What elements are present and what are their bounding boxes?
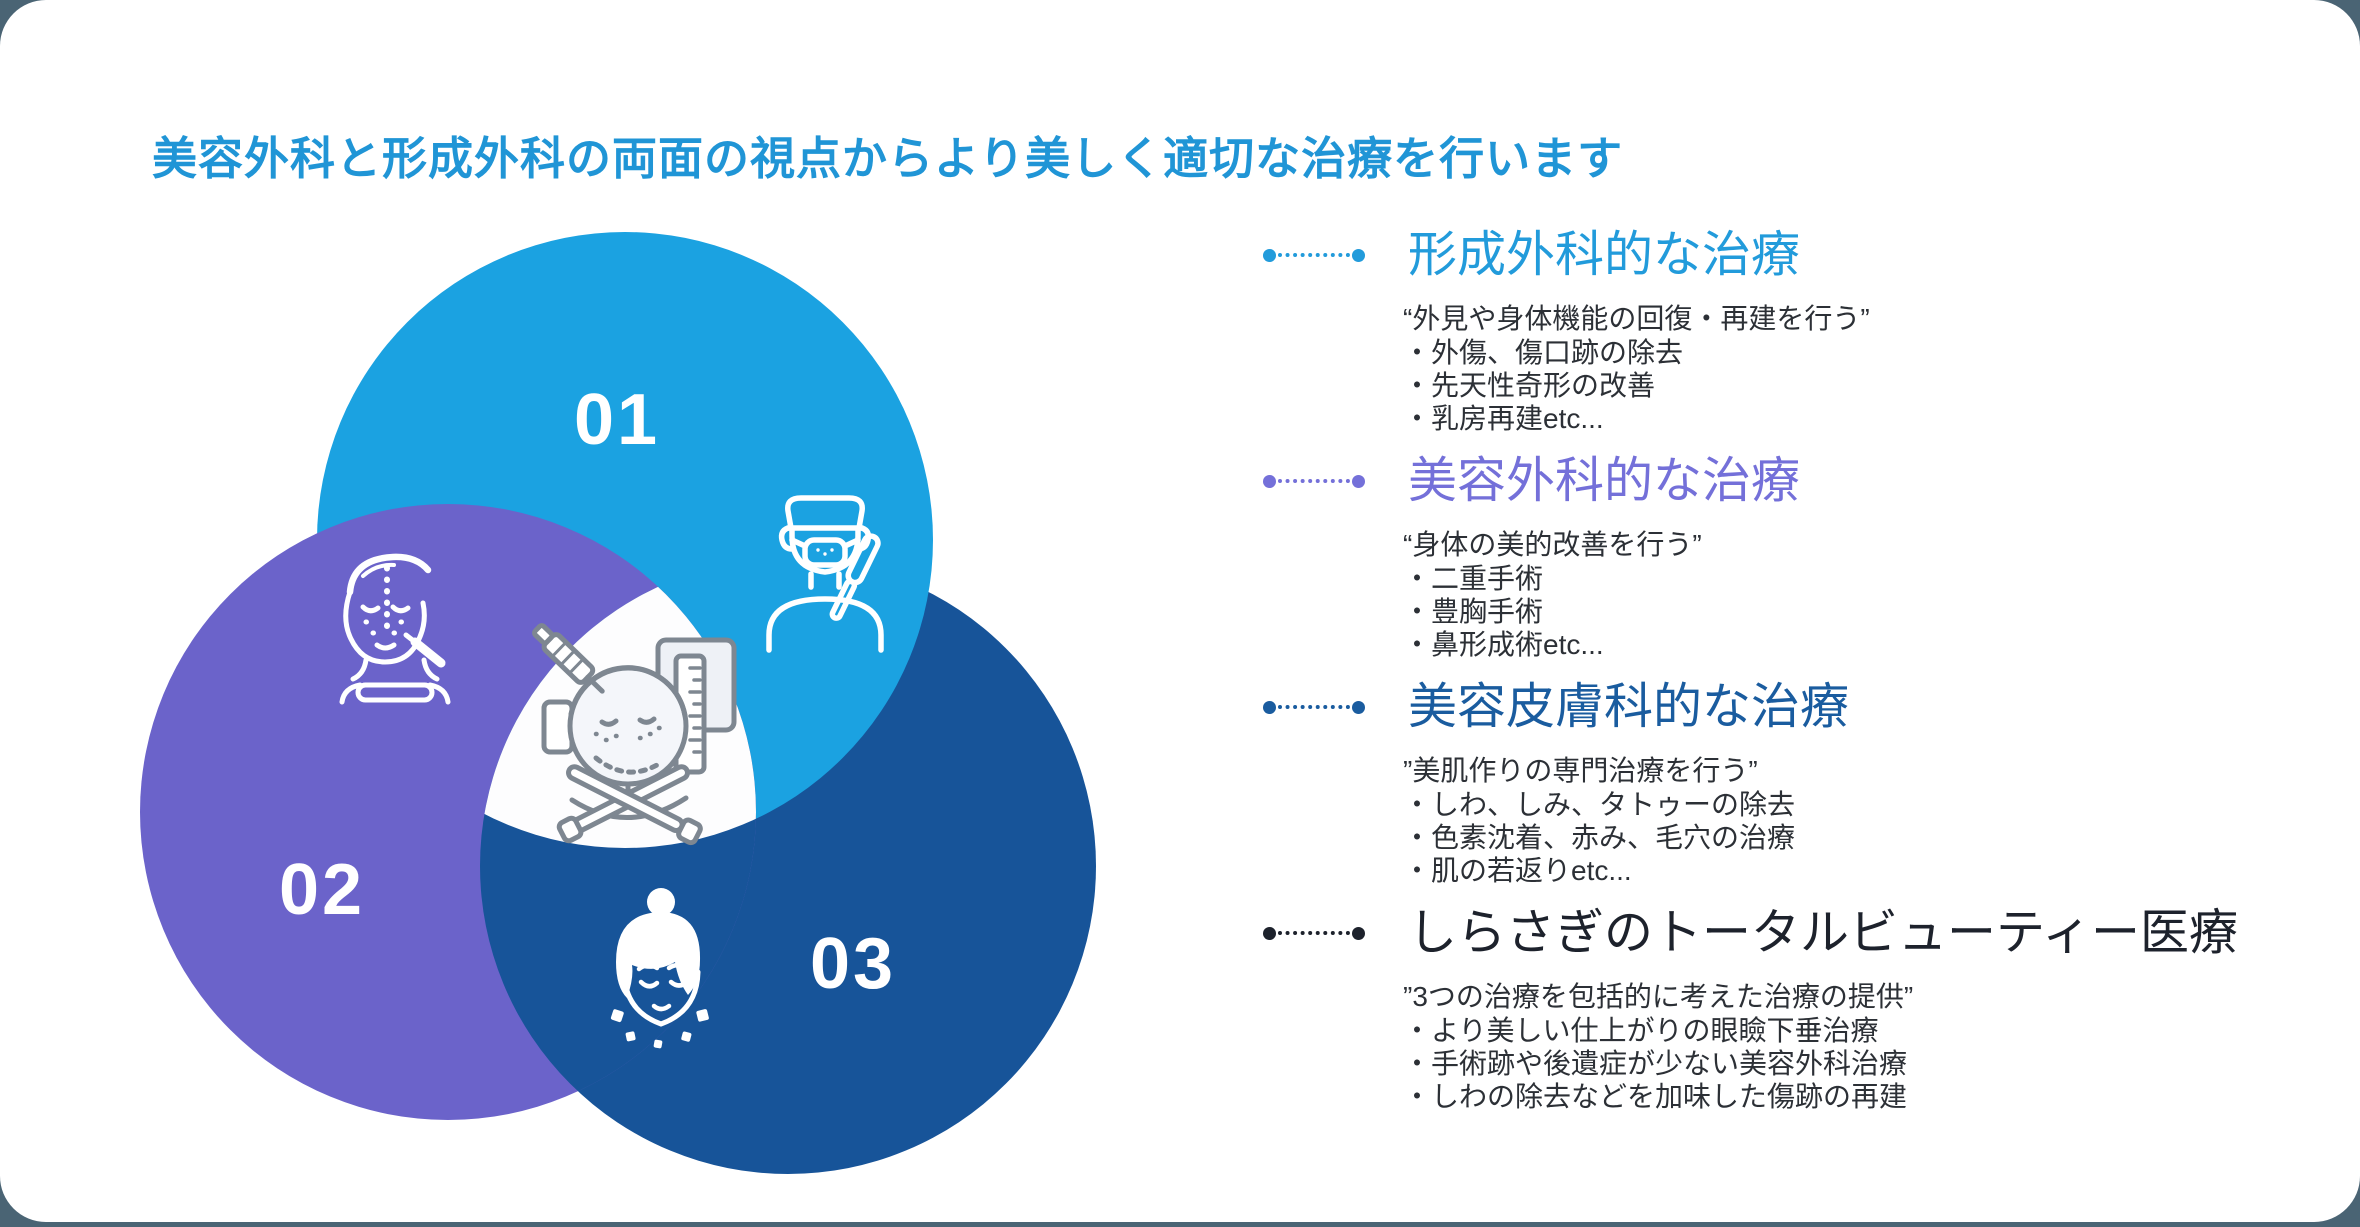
venn-diagram: 01 02 03 xyxy=(0,0,1150,1222)
treatment-items: ・より美しい仕上がりの眼瞼下垂治療 ・手術跡や後遺症が少ない美容外科治療 ・しわ… xyxy=(1403,1014,2313,1113)
leader-dot xyxy=(1352,474,1365,488)
leader-line xyxy=(1263,248,1365,262)
treatment-item: ・二重手術 xyxy=(1403,563,1544,594)
section-body: ”美肌作りの専門治療を行う” ・しわ、しみ、タトゥーの除去 ・色素沈着、赤み、毛… xyxy=(1403,754,2313,887)
section-title: 美容皮膚科的な治療 xyxy=(1408,680,1850,734)
treatment-item: ・しわの除去などを加味した傷跡の再建 xyxy=(1403,1081,1908,1112)
section-cosmetic-surgery: 美容外科的な治療 “身体の美的改善を行う” ・二重手術 ・豊胸手術 ・鼻形成術e… xyxy=(1263,451,2313,661)
leader-dot xyxy=(1352,926,1365,940)
leader-dot xyxy=(1263,700,1276,714)
section-title: 形成外科的な治療 xyxy=(1408,228,1801,282)
leader-line xyxy=(1263,700,1365,714)
leader-dash xyxy=(1278,479,1350,483)
leader-dot xyxy=(1263,926,1276,940)
treatment-item: ・乳房再建etc... xyxy=(1403,403,1604,434)
section-body: “身体の美的改善を行う” ・二重手術 ・豊胸手術 ・鼻形成術etc... xyxy=(1403,528,2313,661)
venn-number-02: 02 xyxy=(279,850,365,930)
treatment-item: ・手術跡や後遺症が少ない美容外科治療 xyxy=(1403,1048,1908,1079)
treatment-item: ・外傷、傷口跡の除去 xyxy=(1403,337,1684,368)
treatment-item: ・より美しい仕上がりの眼瞼下垂治療 xyxy=(1403,1015,1879,1046)
section-total-beauty: しらさぎのトータルビューティー医療 ”3つの治療を包括的に考えた治療の提供” ・… xyxy=(1263,903,2313,1113)
section-body: ”3つの治療を包括的に考えた治療の提供” ・より美しい仕上がりの眼瞼下垂治療 ・… xyxy=(1403,980,2313,1113)
leader-dash xyxy=(1278,931,1350,935)
facial-treatment-icon xyxy=(532,623,737,846)
page-title: 美容外科と形成外科の両面の視点からより美しく適切な治療を行います xyxy=(152,133,1624,185)
venn-number-03: 03 xyxy=(810,924,896,1004)
treatment-list: 形成外科的な治療 “外見や身体機能の回復・再建を行う” ・外傷、傷口跡の除去 ・… xyxy=(1263,225,2313,1129)
treatment-item: ・先天性奇形の改善 xyxy=(1403,370,1656,401)
venn-number-01: 01 xyxy=(574,380,660,460)
treatment-item: ・肌の若返りetc... xyxy=(1403,855,1632,886)
section-title: 美容外科的な治療 xyxy=(1408,454,1801,508)
beauty-face-icon xyxy=(610,888,709,1049)
section-quote: ”3つの治療を包括的に考えた治療の提供” xyxy=(1403,981,1914,1012)
section-cosmetic-dermatology: 美容皮膚科的な治療 ”美肌作りの専門治療を行う” ・しわ、しみ、タトゥーの除去 … xyxy=(1263,677,2313,887)
surgeon-icon xyxy=(766,495,884,653)
treatment-item: ・豊胸手術 xyxy=(1403,596,1544,627)
section-title: しらさぎのトータルビューティー医療 xyxy=(1408,906,2239,960)
section-plastic-surgery: 形成外科的な治療 “外見や身体機能の回復・再建を行う” ・外傷、傷口跡の除去 ・… xyxy=(1263,225,2313,435)
leader-dash xyxy=(1278,705,1350,709)
treatment-items: ・しわ、しみ、タトゥーの除去 ・色素沈着、赤み、毛穴の治療 ・肌の若返りetc.… xyxy=(1403,788,2313,887)
section-quote: “外見や身体機能の回復・再建を行う” xyxy=(1403,303,1870,334)
treatment-item: ・鼻形成術etc... xyxy=(1403,629,1604,660)
section-body: “外見や身体機能の回復・再建を行う” ・外傷、傷口跡の除去 ・先天性奇形の改善 … xyxy=(1403,302,2313,435)
face-marking-icon xyxy=(339,553,451,705)
leader-dot xyxy=(1263,248,1276,262)
leader-dot xyxy=(1352,248,1365,262)
leader-dot xyxy=(1263,474,1276,488)
leader-dash xyxy=(1278,253,1350,257)
section-quote: ”美肌作りの専門治療を行う” xyxy=(1403,755,1758,786)
section-quote: “身体の美的改善を行う” xyxy=(1403,529,1702,560)
leader-dot xyxy=(1352,700,1365,714)
treatment-items: ・外傷、傷口跡の除去 ・先天性奇形の改善 ・乳房再建etc... xyxy=(1403,336,2313,435)
leader-line xyxy=(1263,926,1365,940)
leader-line xyxy=(1263,474,1365,488)
treatment-item: ・色素沈着、赤み、毛穴の治療 xyxy=(1403,822,1796,853)
treatment-item: ・しわ、しみ、タトゥーの除去 xyxy=(1403,789,1796,820)
treatment-items: ・二重手術 ・豊胸手術 ・鼻形成術etc... xyxy=(1403,562,2313,661)
